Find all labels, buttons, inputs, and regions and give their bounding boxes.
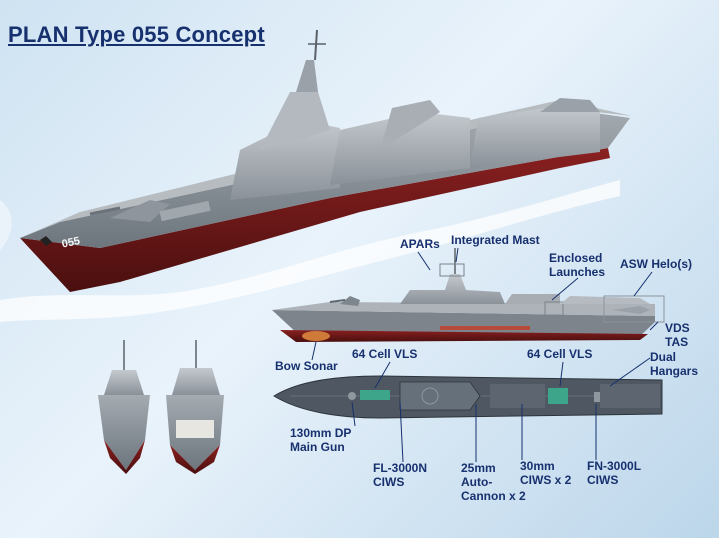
label-vls-fore: 64 Cell VLS bbox=[352, 347, 418, 361]
ship-bow-view bbox=[98, 340, 150, 474]
label-dual-hangars: Dual Hangars bbox=[650, 350, 699, 378]
label-ciws30: 30mm CIWS x 2 bbox=[520, 459, 572, 487]
label-bow-sonar: Bow Sonar bbox=[275, 359, 338, 373]
label-asw-helos: ASW Helo(s) bbox=[620, 257, 692, 271]
ship-stern-view bbox=[166, 340, 224, 474]
ship-side-profile bbox=[272, 248, 665, 342]
label-fn3000l: FN-3000L CIWS bbox=[587, 459, 642, 487]
label-vls-aft: 64 Cell VLS bbox=[527, 347, 593, 361]
label-vds-tas: VDS TAS bbox=[665, 321, 690, 349]
label-autocannon: 25mm Auto- Cannon x 2 bbox=[461, 461, 526, 503]
bow-sonar-marker bbox=[302, 331, 330, 341]
vls-fore-block bbox=[360, 390, 390, 400]
page-title: PLAN Type 055 Concept bbox=[8, 22, 265, 47]
leader-lines bbox=[311, 247, 659, 463]
label-enclosed-launches: Enclosed Launches bbox=[549, 251, 606, 279]
label-integrated-mast: Integrated Mast bbox=[451, 233, 540, 247]
vls-aft-block bbox=[548, 388, 568, 404]
label-fl3000n: FL-3000N CIWS bbox=[373, 461, 428, 489]
ship-perspective-view: 055 bbox=[20, 29, 632, 292]
label-main-gun: 130mm DP Main Gun bbox=[290, 426, 352, 454]
hull-number: 055 bbox=[61, 235, 81, 251]
ship-deck-plan bbox=[273, 375, 663, 419]
label-apars: APARs bbox=[400, 237, 440, 251]
water-wake bbox=[0, 180, 620, 322]
